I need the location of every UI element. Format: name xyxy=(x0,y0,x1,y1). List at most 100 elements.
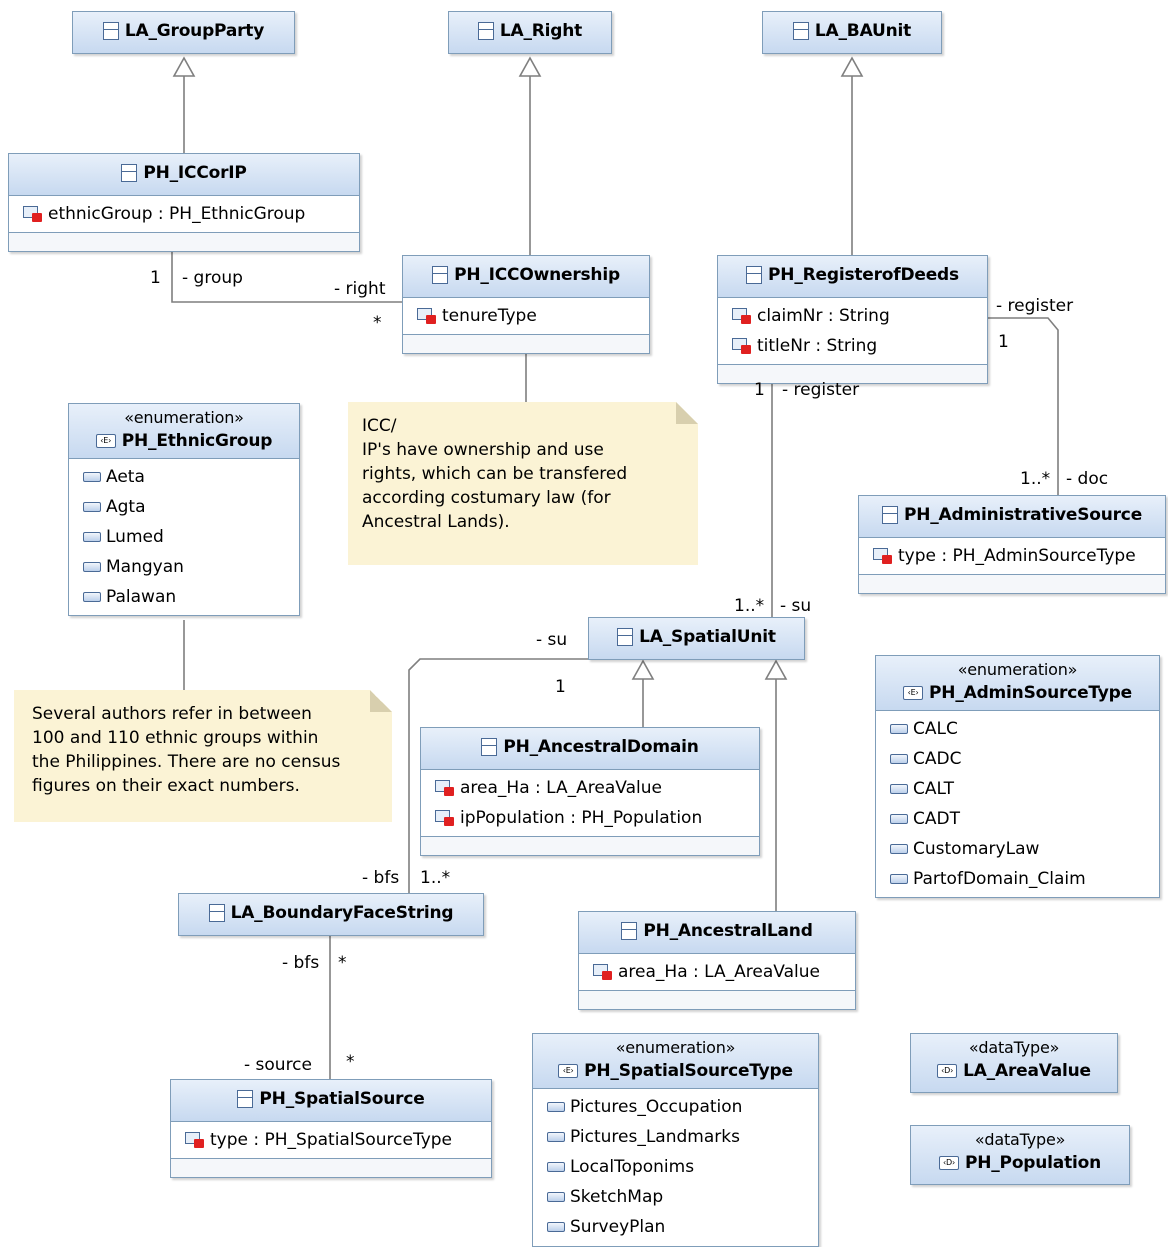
role-label: - bfs xyxy=(282,953,320,973)
role-label: - right xyxy=(334,279,386,299)
multiplicity-label: * xyxy=(346,1052,355,1072)
role-label: - register xyxy=(996,296,1074,316)
enum-literal: CALT xyxy=(876,774,1159,804)
role-label: - doc xyxy=(1066,469,1109,489)
datatype-icon: ‹D› xyxy=(937,1064,958,1078)
enum-literal: Agta xyxy=(69,492,299,522)
attribute-icon xyxy=(23,206,43,222)
stereotype: «enumeration» xyxy=(957,660,1078,679)
enum-literal: Mangyan xyxy=(69,552,299,582)
literal-icon xyxy=(890,814,908,824)
class-ph-spatial-source[interactable]: PH_SpatialSource type : PH_SpatialSource… xyxy=(170,1079,492,1178)
enum-literal: CALC xyxy=(876,714,1159,744)
enum-literal: SurveyPlan xyxy=(533,1212,818,1242)
attribute: ethnicGroup : PH_EthnicGroup xyxy=(9,199,359,229)
class-icon xyxy=(792,22,809,40)
literal-icon xyxy=(83,562,101,572)
class-name: LA_BoundaryFaceString xyxy=(230,903,454,923)
note-line: 100 and 110 ethnic groups within xyxy=(32,728,319,748)
multiplicity-label: * xyxy=(373,313,382,333)
class-la-right[interactable]: LA_Right xyxy=(448,11,612,54)
note-line: Ancestral Lands). xyxy=(362,512,510,532)
class-ph-ancestral-land[interactable]: PH_AncestralLand area_Ha : LA_AreaValue xyxy=(578,911,856,1010)
class-name: PH_AncestralLand xyxy=(643,921,813,941)
multiplicity-label: 1 xyxy=(555,677,566,697)
enum-ph-spatial-source-type[interactable]: «enumeration»‹E›PH_SpatialSourceType Pic… xyxy=(532,1033,819,1247)
class-la-boundary-face-string[interactable]: LA_BoundaryFaceString xyxy=(178,893,484,936)
class-la-group-party[interactable]: LA_GroupParty xyxy=(72,11,295,54)
stereotype: «enumeration» xyxy=(615,1038,736,1057)
class-ph-icc-or-ip[interactable]: PH_ICCorIP ethnicGroup : PH_EthnicGroup xyxy=(8,153,360,252)
gen-arrow-spatialunit-right xyxy=(764,659,788,680)
class-ph-register-of-deeds[interactable]: PH_RegisterofDeeds claimNr : String titl… xyxy=(717,255,988,384)
class-icon xyxy=(477,22,494,40)
note-line: the Philippines. There are no census xyxy=(32,752,341,772)
enum-literal: CADT xyxy=(876,804,1159,834)
literal-icon xyxy=(890,874,908,884)
class-ph-administrative-source[interactable]: PH_AdministrativeSource type : PH_AdminS… xyxy=(858,495,1166,594)
class-name: PH_AdministrativeSource xyxy=(903,505,1143,525)
class-name: PH_ICCorIP xyxy=(143,163,247,183)
role-label: - su xyxy=(536,630,568,650)
attribute-icon xyxy=(435,780,455,796)
gen-arrow-right xyxy=(518,56,542,77)
attribute: area_Ha : LA_AreaValue xyxy=(579,957,855,987)
note-line: ICC/ xyxy=(362,416,397,436)
note-line: figures on their exact numbers. xyxy=(32,776,300,796)
enum-ph-admin-source-type[interactable]: «enumeration»‹E›PH_AdminSourceType CALC … xyxy=(875,655,1160,898)
note-line: Several authors refer in between xyxy=(32,704,312,724)
role-label: - source xyxy=(244,1055,312,1075)
class-icon xyxy=(746,266,763,284)
datatype-ph-population[interactable]: «dataType» ‹D› PH_Population xyxy=(910,1125,1130,1185)
class-name: LA_Right xyxy=(499,21,583,41)
literal-icon xyxy=(890,844,908,854)
enum-literal: Pictures_Landmarks xyxy=(533,1122,818,1152)
class-icon xyxy=(621,922,638,940)
note-icc-ownership: ICC/ IP's have ownership and use rights,… xyxy=(348,402,698,565)
note-ethnic-groups: Several authors refer in between 100 and… xyxy=(14,690,392,822)
note-line: according costumary law (for xyxy=(362,488,611,508)
class-name: PH_AncestralDomain xyxy=(503,737,699,757)
attribute: claimNr : String xyxy=(718,301,987,331)
multiplicity-label: * xyxy=(338,953,347,973)
enum-ph-ethnic-group[interactable]: «enumeration»‹E›PH_EthnicGroup Aeta Agta… xyxy=(68,403,300,616)
class-icon xyxy=(208,904,225,922)
literal-icon xyxy=(83,502,101,512)
enum-literal: Lumed xyxy=(69,522,299,552)
literal-icon xyxy=(890,784,908,794)
class-ph-icc-ownership[interactable]: PH_ICCOwnership tenureType xyxy=(402,255,650,354)
role-label: - group xyxy=(182,268,243,288)
literal-icon xyxy=(83,532,101,542)
stereotype: «dataType» xyxy=(974,1130,1066,1149)
class-ph-ancestral-domain[interactable]: PH_AncestralDomain area_Ha : LA_AreaValu… xyxy=(420,727,760,856)
attribute-icon xyxy=(435,810,455,826)
attribute: area_Ha : LA_AreaValue xyxy=(421,773,759,803)
enum-literal: Pictures_Occupation xyxy=(533,1092,818,1122)
role-label: - register xyxy=(782,380,860,400)
literal-icon xyxy=(83,592,101,602)
class-icon xyxy=(102,22,119,40)
literal-icon xyxy=(547,1192,565,1202)
enum-literal: Palawan xyxy=(69,582,299,612)
gen-arrow-spatialunit-left xyxy=(631,659,655,680)
multiplicity-label: 1 xyxy=(754,380,765,400)
class-icon xyxy=(432,266,449,284)
attribute: tenureType xyxy=(403,301,649,331)
attribute: type : PH_AdminSourceType xyxy=(859,541,1165,571)
enum-literal: CADC xyxy=(876,744,1159,774)
stereotype: «enumeration» xyxy=(124,408,244,427)
multiplicity-label: 1..* xyxy=(734,596,765,616)
class-name: LA_GroupParty xyxy=(124,21,265,41)
class-la-baunit[interactable]: LA_BAUnit xyxy=(762,11,942,54)
datatype-icon: ‹D› xyxy=(938,1156,959,1170)
class-la-spatial-unit[interactable]: LA_SpatialUnit xyxy=(588,617,805,660)
class-name: LA_BAUnit xyxy=(814,21,912,41)
association-icc-ownership xyxy=(171,248,402,303)
attribute: ipPopulation : PH_Population xyxy=(421,803,759,833)
class-icon xyxy=(121,164,138,182)
datatype-la-area-value[interactable]: «dataType»‹D›LA_AreaValue xyxy=(910,1033,1118,1093)
attribute: type : PH_SpatialSourceType xyxy=(171,1125,491,1155)
datatype-name: PH_Population xyxy=(964,1153,1102,1173)
class-name: LA_SpatialUnit xyxy=(639,627,776,647)
